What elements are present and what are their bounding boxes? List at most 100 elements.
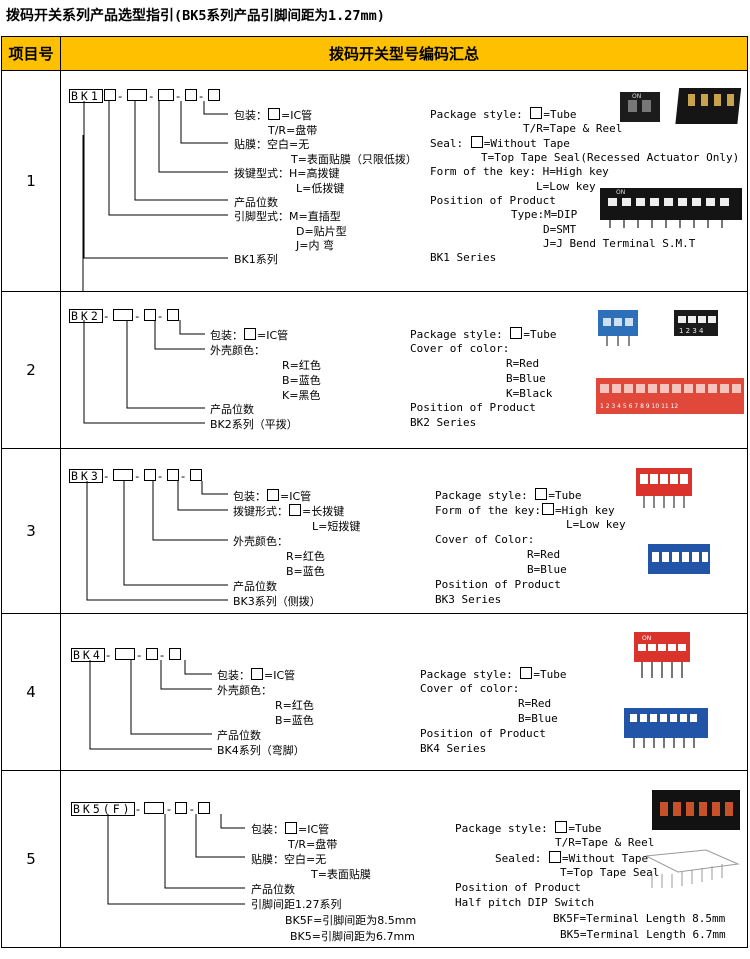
en-position: Position of Product [430,194,556,207]
cn-series: BK4系列（弯脚） [217,744,305,757]
cn-film-t: T=表面贴膜（只限低拨） [291,153,417,166]
en-series: BK3 Series [435,593,502,606]
en-seal: Sealed: =Without Tape [495,851,649,865]
item-number: 4 [1,613,61,771]
en-seal-t: T=Top Tape Seal [560,866,660,879]
model-code-bk4: BK4--- [71,648,182,662]
cn-pitch: 引脚间距1.27系列 [251,898,342,911]
page-title: 拨码开关系列产品选型指引(BK5系列产品引脚间距为1.27mm) [6,8,385,24]
en-red: R=Red [527,548,561,561]
table-header-row: 项目号 拨码开关型号编码汇总 [1,36,748,71]
header-summary: 拨码开关型号编码汇总 [60,36,748,71]
dip-switch-photo: ON [600,188,742,228]
cn-film: 贴膜：空白=无 [234,138,310,151]
cn-red: R=红色 [275,699,314,712]
table-row: 5 [1,770,748,948]
dip-switch-photo [636,468,710,574]
cn-package-tr: T/R=盘带 [268,124,318,137]
dip-switch-photo [646,790,740,888]
cn-key: 拨键形式：=长拨键 [233,504,345,518]
cn-position: 产品位数 [210,403,254,416]
en-key: Form of the key:=High key [435,503,615,517]
en-cover: Cover of color: [420,682,520,695]
cn-red: R=红色 [282,359,321,372]
en-black: K=Black [506,387,553,400]
en-series: BK2 Series [410,416,477,429]
en-package: Package style: =Tube [410,327,557,341]
dip-switch-photo: 1 2 3 4 1 2 3 4 5 6 7 8 9 10 11 12 [596,310,744,414]
cn-bk5f: BK5F=引脚间距为8.5mm [285,914,417,927]
cn-bk5: BK5=引脚间距为6.7mm [290,930,415,943]
dip-switch-photo: ON [620,88,742,124]
code-cell [60,770,748,948]
code-cell [60,448,748,614]
cn-cover: 外壳颜色： [217,684,272,697]
en-series: BK4 Series [420,742,487,755]
cn-series: BK3系列（侧拨） [233,595,321,608]
cn-package: 包装：=IC管 [217,668,296,682]
cn-pin: 引脚型式：M=直插型 [234,210,341,223]
en-cover: Cover of color: [410,342,510,355]
en-package: Package style: =Tube [420,667,567,681]
item-number: 5 [1,770,61,948]
svg-text:1 2 3 4: 1 2 3 4 [679,327,704,335]
en-package-tr: T/R=Tape & Reel [555,836,655,849]
cn-position: 产品位数 [251,883,295,896]
en-seal-t: T=Top Tape Seal(Recessed Actuator Only) [481,151,740,164]
svg-text:ON: ON [616,189,625,196]
en-type-d: D=SMT [543,223,577,236]
cn-pin-j: J=内 弯 [296,239,334,252]
cn-package: 包装：=IC管 [210,328,289,342]
cn-package-tr: T/R=盘带 [288,838,338,851]
en-blue: B=Blue [518,712,558,725]
en-cover: Cover of Color: [435,533,535,546]
svg-text:ON: ON [632,93,641,100]
cn-package: 包装：=IC管 [251,822,330,836]
cn-key-l: L=低拨键 [296,182,345,195]
cn-film: 贴膜：空白=无 [251,853,327,866]
cn-blue: B=蓝色 [282,374,321,387]
svg-text:ON: ON [642,635,651,642]
en-type: Type:M=DIP [511,208,578,221]
en-position: Position of Product [410,401,536,414]
en-position: Position of Product [420,727,546,740]
selection-table: 项目号 拨码开关型号编码汇总 1 2 3 4 [1,36,748,948]
en-package: Package style: =Tube [430,107,577,121]
cn-cover: 外壳颜色： [210,344,265,357]
en-blue: B=Blue [527,563,567,576]
en-package-tr: T/R=Tape & Reel [523,122,623,135]
dip-switch-photo: ON [624,632,708,748]
cn-film-t: T=表面贴膜 [311,868,371,881]
en-red: R=Red [518,697,552,710]
en-bk5f: BK5F=Terminal Length 8.5mm [553,912,726,925]
en-key-l: L=Low key [536,180,596,193]
en-bk5: BK5=Terminal Length 6.7mm [560,928,726,941]
en-package: Package style: =Tube [435,488,582,502]
en-key-l: L=Low key [566,518,626,531]
cn-package: 包装：=IC管 [233,489,312,503]
cn-blue: B=蓝色 [286,565,325,578]
cn-package: 包装：=IC管 [234,108,313,122]
cn-red: R=红色 [286,550,325,563]
model-code-bk3: BK3---- [69,469,203,483]
en-red: R=Red [506,357,540,370]
cn-position: 产品位数 [234,196,278,209]
en-position: Position of Product [455,881,581,894]
cn-position: 产品位数 [217,729,261,742]
en-series: BK1 Series [430,251,497,264]
model-code-bk5: BK5(F)--- [71,802,211,816]
cn-cover: 外壳颜色： [233,535,288,548]
en-type-j: J=J Bend Terminal S.M.T [543,237,696,250]
cn-series: BK2系列（平拨） [210,418,298,431]
svg-text:1 2 3 4 5 6 7 8 9 10 11 12: 1 2 3 4 5 6 7 8 9 10 11 12 [600,403,678,410]
model-code-bk2: BK2--- [69,309,180,323]
item-number: 2 [1,291,61,449]
cn-blue: B=蓝色 [275,714,314,727]
en-key: Form of the key: H=High key [430,165,609,178]
cn-black: K=黑色 [282,389,321,402]
cn-position: 产品位数 [233,580,277,593]
cn-key-l: L=短拨键 [312,520,361,533]
header-item-no: 项目号 [1,36,61,71]
